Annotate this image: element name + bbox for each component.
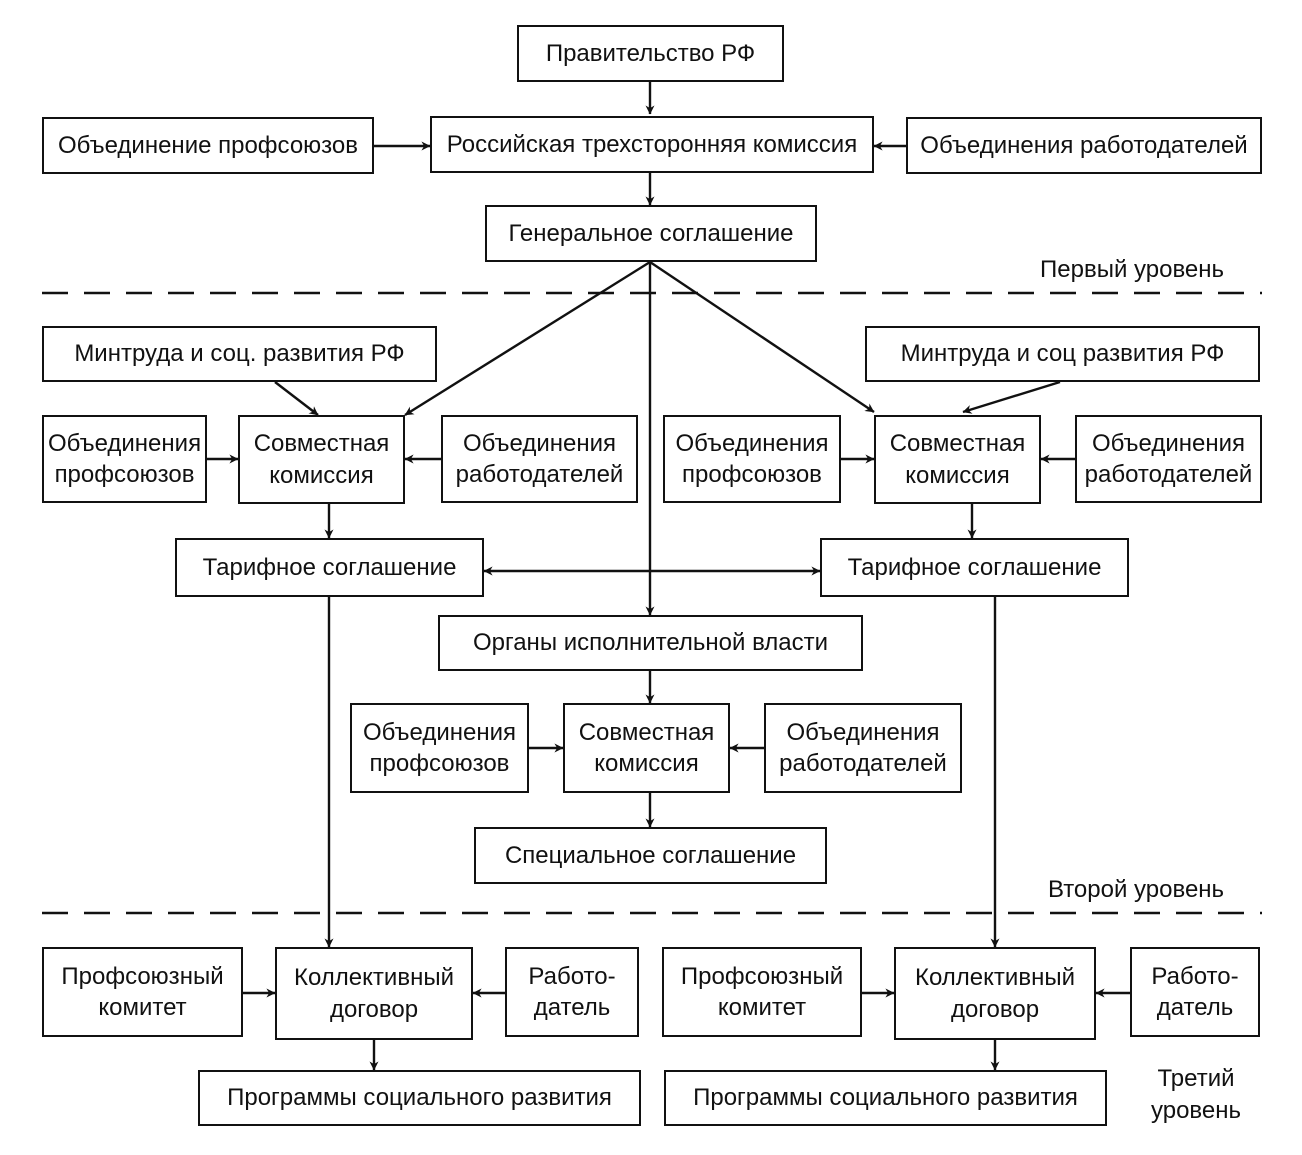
- ministry-left-box: Минтруда и соц. развития РФ: [42, 326, 437, 382]
- special-agreement-box: Специальное соглашение: [474, 827, 827, 884]
- tariff-agreement-left-box: Тарифное соглашение: [175, 538, 484, 597]
- unions-right-box: Объединения профсоюзов: [663, 415, 841, 503]
- third-level-label: Третий уровень: [1150, 1065, 1241, 1125]
- arrow-ministry-to-joint-right: [962, 380, 1061, 414]
- joint-commission-center-box: Совместная комиссия: [563, 703, 730, 793]
- tariff-agreement-right-box: Тарифное соглашение: [820, 538, 1129, 597]
- arrow-general-to-joint-left: [404, 260, 651, 417]
- joint-commission-right-box: Совместная комиссия: [874, 415, 1041, 504]
- ministry-right-box: Минтруда и соц развития РФ: [865, 326, 1260, 382]
- tripartite-commission-box: Российская трехсторонняя комиссия: [430, 116, 874, 173]
- government-box: Правительство РФ: [517, 25, 784, 82]
- general-agreement-box: Генеральное соглашение: [485, 205, 817, 262]
- social-programs-left-box: Программы социального развития: [198, 1070, 641, 1126]
- employers-associations-box: Объединения работодателей: [906, 117, 1262, 174]
- union-committee-right-box: Профсоюзный комитет: [662, 947, 862, 1037]
- second-level-label: Второй уровень: [1048, 876, 1225, 903]
- first-level-label: Первый уровень: [1040, 256, 1225, 283]
- collective-agreement-left-box: Коллективный договор: [275, 947, 473, 1040]
- collective-agreement-right-box: Коллективный договор: [894, 947, 1096, 1040]
- joint-commission-left-box: Совместная комиссия: [238, 415, 405, 504]
- executive-bodies-box: Органы исполнительной власти: [438, 615, 863, 671]
- employer-right-box: Работо- датель: [1130, 947, 1260, 1037]
- employers-left-box: Объединения работодателей: [441, 415, 638, 503]
- arrow-general-to-joint-right: [649, 261, 875, 413]
- arrow-ministry-to-joint-left: [274, 381, 319, 416]
- unions-left-box: Объединения профсоюзов: [42, 415, 207, 503]
- unions-center-box: Объединения профсоюзов: [350, 703, 529, 793]
- union-committee-left-box: Профсоюзный комитет: [42, 947, 243, 1037]
- trade-unions-association-box: Объединение профсоюзов: [42, 117, 374, 174]
- employer-left-box: Работо- датель: [505, 947, 639, 1037]
- employers-center-box: Объединения работодателей: [764, 703, 962, 793]
- employers-right-box: Объединения работодателей: [1075, 415, 1262, 503]
- social-programs-right-box: Программы социального развития: [664, 1070, 1107, 1126]
